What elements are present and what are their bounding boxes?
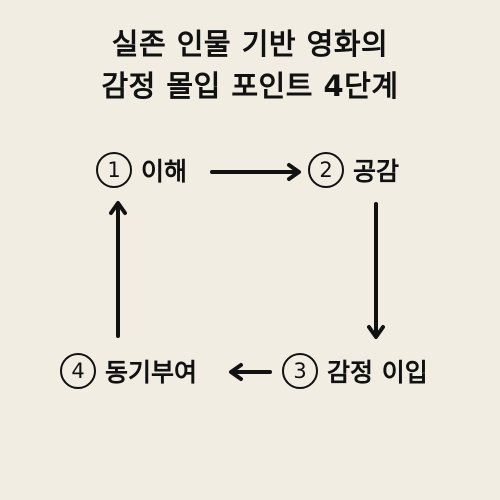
step-3-number-circle: 3 (282, 353, 318, 389)
step-1-understanding: 1 이해 (96, 150, 187, 190)
arrow-step4-to-step1 (109, 201, 127, 338)
step-1-number-circle: 1 (96, 152, 132, 188)
step-2-label: 공감 (353, 157, 400, 186)
step-1-label: 이해 (141, 157, 188, 186)
step-4-motivation: 4 동기부여 (60, 351, 197, 391)
step-2-number-circle: 2 (308, 152, 344, 188)
arrow-step3-to-step4 (229, 363, 272, 381)
step-2-empathy: 2 공감 (308, 150, 399, 190)
title-line-2: 감정 몰입 포인트 4단계 (101, 69, 399, 103)
step-3-emotional-immersion: 3 감정 이입 (282, 351, 428, 391)
title-line-1: 실존 인물 기반 영화의 (111, 27, 389, 61)
step-4-label: 동기부여 (105, 358, 198, 387)
arrow-step2-to-step3 (367, 202, 385, 339)
arrow-step1-to-step2 (210, 163, 301, 181)
step-4-number-circle: 4 (60, 353, 96, 389)
step-3-label: 감정 이입 (327, 358, 428, 387)
